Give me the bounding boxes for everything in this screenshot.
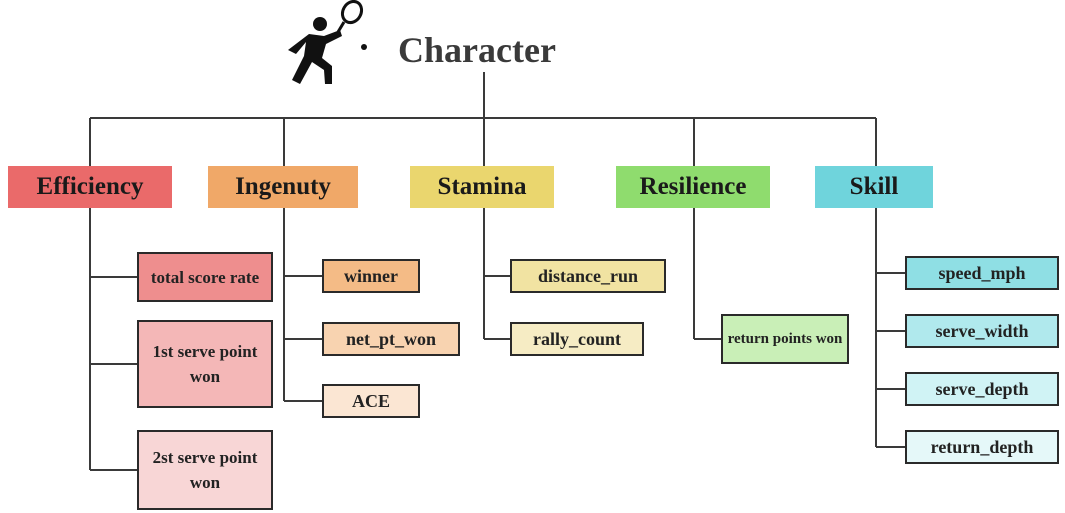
leaf-label: distance_run [537,266,638,286]
leaf-node-total-score-rate: total score rate [137,252,273,302]
category-node-resilience: Resilience [616,166,770,208]
category-node-stamina: Stamina [410,166,554,208]
leaf-node-2st-serve-point-won: 2st serve point won [137,430,273,510]
leaf-label: serve_width [935,321,1029,341]
tennis-player-icon [288,0,367,84]
leaf-label: 2st serve point won [152,448,258,492]
leaf-node-1st-serve-point-won: 1st serve point won [137,320,273,408]
leaf-label: return points won [727,330,843,347]
leaf-label: ACE [351,391,390,411]
leaf-label: winner [344,266,398,286]
connector-lines [89,72,905,471]
leaf-label: 1st serve point won [152,342,258,386]
leaf-node-distance-run: distance_run [510,259,666,293]
leaf-label: total score rate [150,267,260,287]
leaf-label: return_depth [930,437,1034,457]
leaf-label: net_pt_won [345,329,436,349]
category-node-skill: Skill [815,166,933,208]
leaf-node-return-points-won: return points won [721,314,849,364]
leaf-node-speed-mph: speed_mph [905,256,1059,290]
root-node-character: Character [398,30,556,70]
leaf-node-return-depth: return_depth [905,430,1059,464]
leaf-node-rally-count: rally_count [510,322,644,356]
leaf-label: rally_count [533,329,621,349]
leaf-node-serve-depth: serve_depth [905,372,1059,406]
leaf-node-ace: ACE [322,384,420,418]
leaf-node-net-pt-won: net_pt_won [322,322,460,356]
category-node-ingenuty: Ingenuty [208,166,358,208]
leaf-node-serve-width: serve_width [905,314,1059,348]
leaf-label: speed_mph [938,263,1026,283]
leaf-label: serve_depth [935,379,1029,399]
category-node-efficiency: Efficiency [8,166,172,208]
leaf-node-winner: winner [322,259,420,293]
